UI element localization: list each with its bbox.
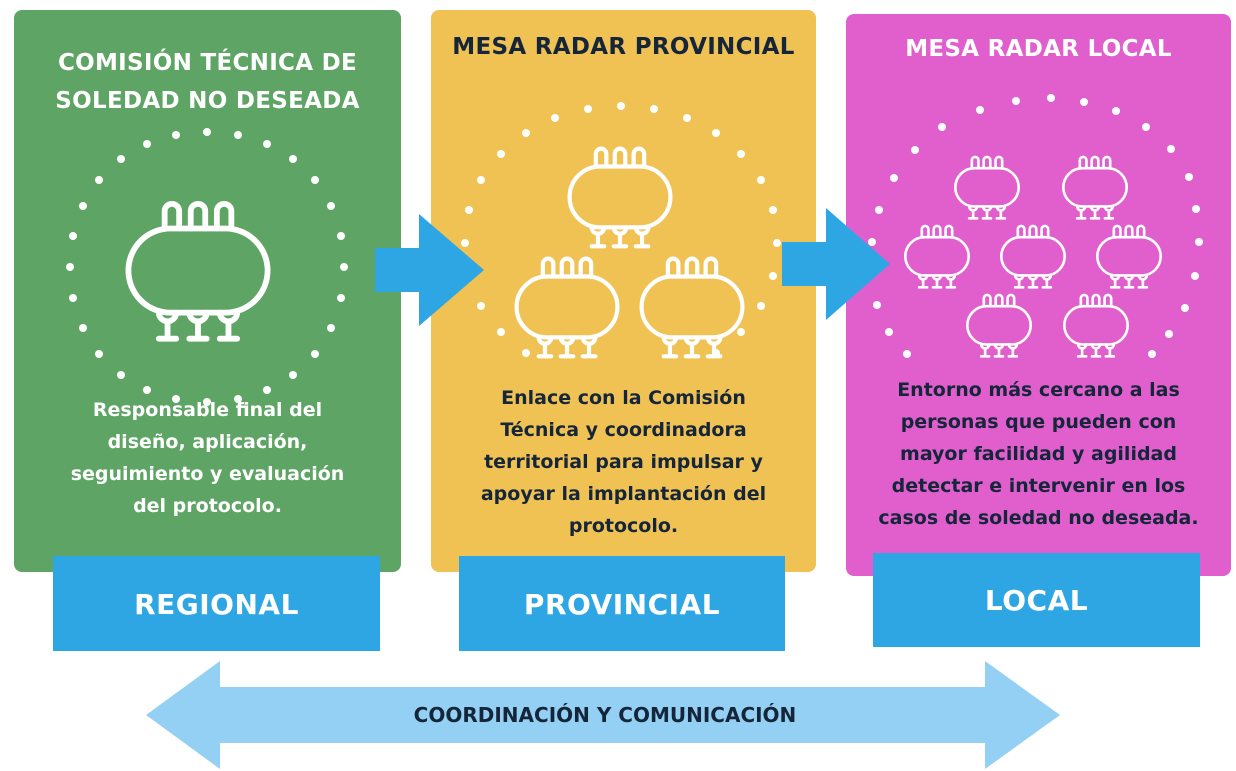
panel-description: Enlace con la Comisión Técnica y coordin…: [480, 387, 767, 537]
level-label-local: LOCAL: [873, 553, 1200, 647]
level-label-provincial: PROVINCIAL: [459, 556, 785, 651]
panel-local: MESA RADAR LOCAL Entorno más cercano a l…: [846, 14, 1231, 576]
meeting-table-icon: [954, 155, 1020, 220]
dotted-circle: [66, 128, 348, 406]
right-arrow-icon: [782, 208, 890, 320]
tables-circle: [66, 128, 348, 406]
right-arrow-icon: [375, 214, 484, 326]
meeting-table-icon: [570, 149, 671, 247]
meeting-table-icon: [1000, 224, 1067, 289]
meeting-table-icon: [1095, 224, 1162, 289]
panel-title: MESA RADAR LOCAL: [905, 36, 1172, 62]
meeting-table-icon: [128, 204, 267, 339]
panel-regional: COMISIÓN TÉCNICA DE SOLEDAD NO DESEADA R…: [14, 10, 401, 572]
meeting-table-icon: [1061, 155, 1128, 220]
panel-description: Entorno más cercano a las personas que p…: [878, 379, 1199, 529]
panel-title: MESA RADAR PROVINCIAL: [452, 34, 795, 60]
level-label-regional: REGIONAL: [53, 556, 380, 651]
meeting-table-icon: [642, 259, 743, 357]
tables-circle: [868, 94, 1203, 358]
panel-title: COMISIÓN TÉCNICA DE SOLEDAD NO DESEADA: [55, 50, 360, 114]
meeting-table-icon: [517, 259, 618, 357]
meeting-table-icon: [966, 293, 1033, 358]
meeting-table-icon: [904, 224, 970, 289]
dotted-circle: [868, 94, 1203, 358]
dotted-circle: [461, 102, 781, 357]
panel-provincial: MESA RADAR PROVINCIAL Enlace con la Comi…: [431, 10, 816, 572]
tables-circle: [461, 102, 781, 572]
panel-description: Responsable final del diseño, aplicación…: [70, 399, 345, 517]
double-arrow-icon: [146, 661, 1060, 769]
meeting-table-icon: [1062, 293, 1129, 358]
coordination-label: COORDINACIÓN Y COMUNICACIÓN: [413, 703, 797, 727]
